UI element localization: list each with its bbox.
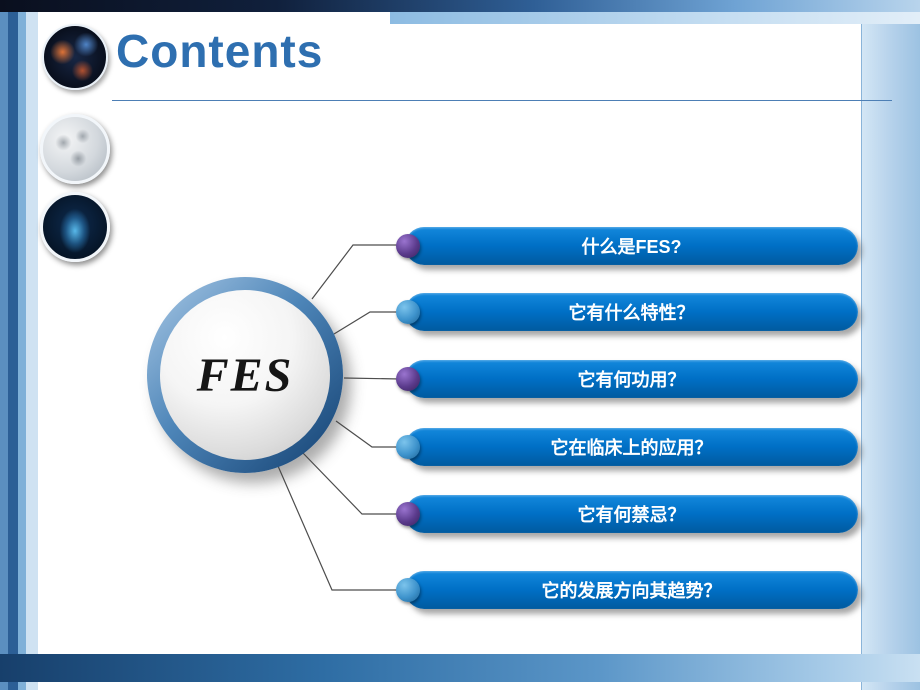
title-underline — [112, 100, 892, 101]
fes-circle: FES — [147, 277, 343, 473]
bullet-dot-purple — [396, 234, 420, 258]
slide-title: Contents — [116, 25, 324, 77]
thumbnail-figure-image — [40, 192, 110, 262]
contents-item-2[interactable]: 它有什么特性？ — [396, 293, 858, 331]
thumbnail-stones-image — [40, 114, 110, 184]
top-accent-bar — [390, 12, 920, 24]
contents-item-label: 它的发展方向其趋势？ — [541, 581, 722, 601]
contents-item-label: 它有何功用？ — [577, 370, 686, 390]
fes-label: FES — [196, 348, 294, 402]
bullet-dot-blue — [396, 578, 420, 602]
bullet-dot-blue — [396, 300, 420, 324]
fes-circle-face: FES — [160, 290, 330, 460]
contents-item-6[interactable]: 它的发展方向其趋势？ — [396, 571, 858, 609]
bullet-dot-blue — [396, 435, 420, 459]
right-panel-stripe — [861, 12, 920, 690]
neuron-icon — [42, 24, 108, 90]
contents-item-label: 它有何禁忌？ — [577, 505, 686, 525]
bullet-dot-purple — [396, 367, 420, 391]
contents-item-label: 它有什么特性？ — [568, 303, 695, 323]
bullet-dot-purple — [396, 502, 420, 526]
contents-item-1[interactable]: 什么是FES? — [396, 227, 858, 265]
left-sidebar-stripe — [0, 0, 38, 690]
bottom-bar — [0, 654, 920, 682]
contents-item-5[interactable]: 它有何禁忌？ — [396, 495, 858, 533]
contents-item-label: 什么是FES? — [581, 237, 682, 257]
top-bar — [0, 0, 920, 12]
contents-item-3[interactable]: 它有何功用？ — [396, 360, 858, 398]
contents-item-label: 它在临床上的应用？ — [550, 438, 713, 458]
contents-item-4[interactable]: 它在临床上的应用？ — [396, 428, 858, 466]
